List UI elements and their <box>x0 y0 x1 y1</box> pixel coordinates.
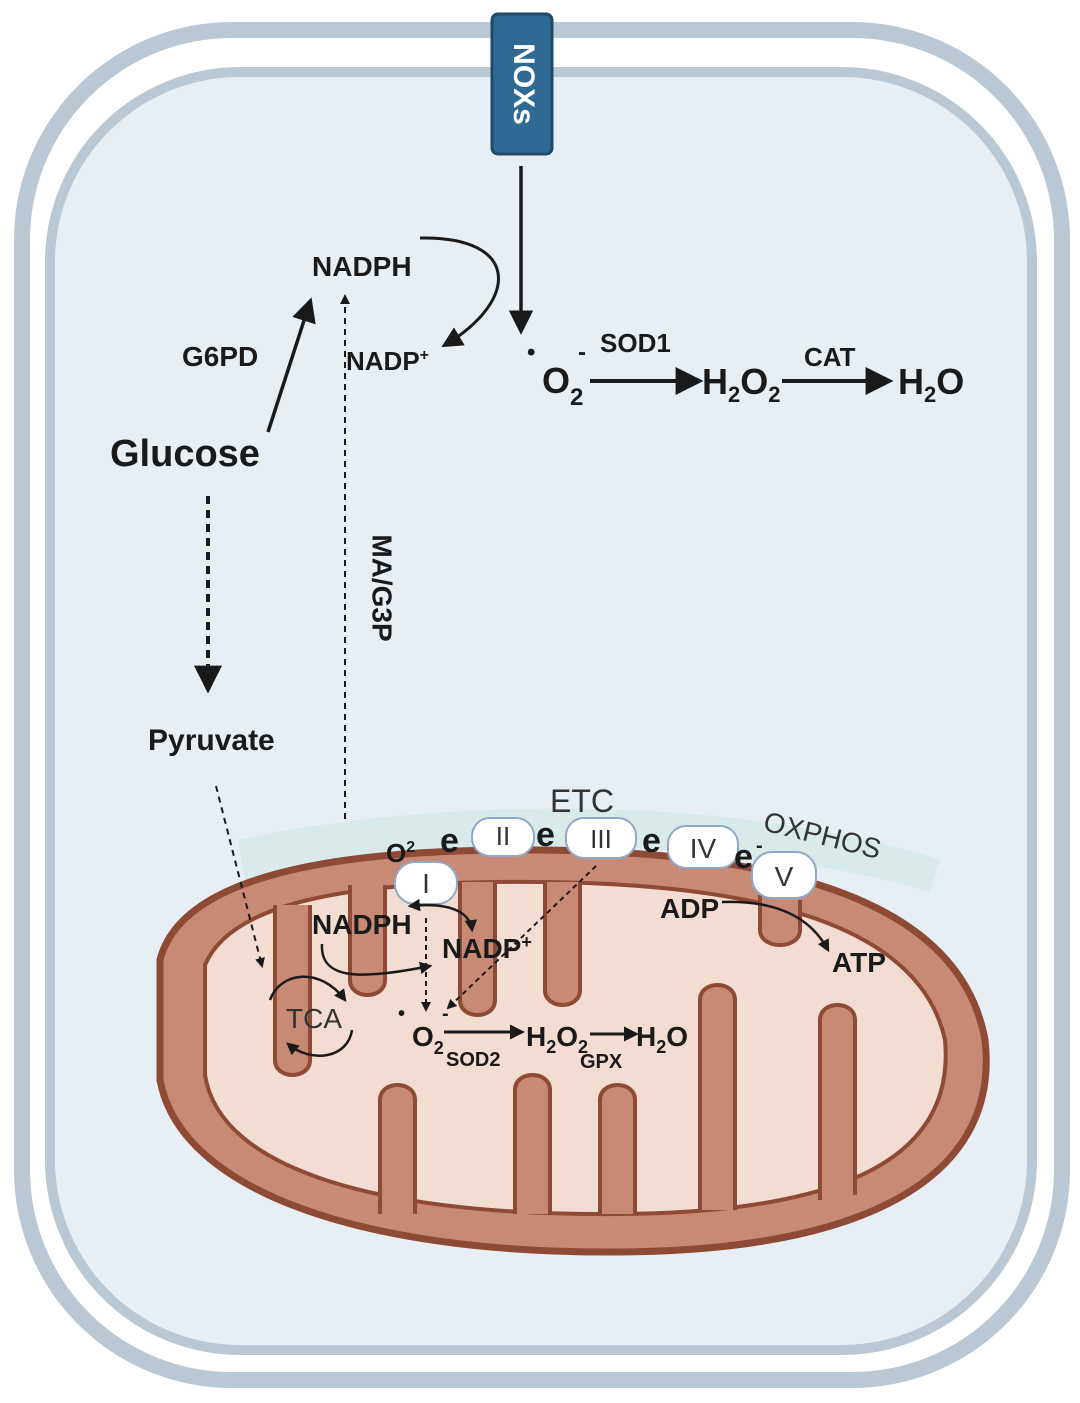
crista <box>543 882 582 1007</box>
cyto-h2o: H2O <box>898 361 964 407</box>
tca-label: TCA <box>286 1003 342 1034</box>
complex-III <box>565 817 637 859</box>
electron: e <box>734 838 753 876</box>
atp-label: ATP <box>832 947 886 978</box>
cyto-superoxide-charge: - <box>578 339 586 366</box>
sod2-label: SOD2 <box>446 1049 500 1071</box>
complex-IV <box>667 825 739 869</box>
crista <box>273 905 312 1077</box>
mito-superoxide-dot: • <box>398 1003 405 1025</box>
crista <box>758 895 802 947</box>
glucose-label: Glucose <box>110 433 260 475</box>
crista <box>598 1083 637 1214</box>
complex-V <box>751 851 817 899</box>
mito-h2o2: H2O2 <box>526 1021 588 1057</box>
mito-h2o: H2O <box>636 1021 688 1057</box>
shuttle-label: MA/G3P <box>367 534 398 641</box>
mito-o2-complex-I: O2 <box>386 838 415 868</box>
crista <box>698 983 737 1210</box>
mito-superoxide: O2 <box>412 1021 444 1058</box>
atp-synthesis-arrow <box>721 900 830 953</box>
complex-II-label: II <box>496 821 510 851</box>
electron: e <box>642 822 661 860</box>
nadp-regeneration-arrow <box>407 898 478 933</box>
electron: e <box>536 816 555 854</box>
mito-nadp: NADP+ <box>442 932 532 964</box>
cyto-superoxide-dot: • <box>527 339 535 366</box>
complex-I-label: I <box>422 868 430 899</box>
cyto-superoxide: O2 <box>542 360 583 411</box>
complex-II <box>471 817 535 857</box>
etc-label: ETC <box>550 783 614 819</box>
crista <box>348 885 387 997</box>
electron: e <box>440 822 459 860</box>
cyto-nadph: NADPH <box>312 251 412 282</box>
pyruvate-label: Pyruvate <box>148 724 275 757</box>
cat-label: CAT <box>804 342 856 372</box>
pyruvate-arrow <box>215 785 265 968</box>
sod1-label: SOD1 <box>600 328 671 358</box>
electron-charge: - <box>756 835 763 857</box>
g6pd-arrow <box>266 297 316 433</box>
etc-band <box>238 808 940 892</box>
nox-label: NOXs <box>507 43 540 125</box>
nox-channel <box>490 12 554 156</box>
complex-IV-label: IV <box>690 833 717 864</box>
gpx-label: GPX <box>580 1051 623 1073</box>
cyto-nadp: NADP+ <box>346 346 429 376</box>
crista <box>513 1073 552 1214</box>
crista <box>818 1003 857 1200</box>
tca-cycle-arrow <box>286 1029 354 1058</box>
mito-nadph: NADPH <box>312 909 412 940</box>
complex-III-leak-arrow <box>446 865 597 1010</box>
nadph-consumption-arrow <box>419 236 500 348</box>
g6pd-label: G6PD <box>182 341 258 372</box>
complex-V-label: V <box>775 861 794 892</box>
adp-label: ADP <box>660 893 719 924</box>
cyto-h2o2: H2O2 <box>702 361 781 407</box>
mito-superoxide-charge: - <box>442 1003 449 1025</box>
tca-cycle-arrow <box>268 975 347 1003</box>
crista <box>378 1083 417 1214</box>
complex-III-label: III <box>590 824 612 854</box>
tca-to-nadp-arrow <box>320 943 433 976</box>
